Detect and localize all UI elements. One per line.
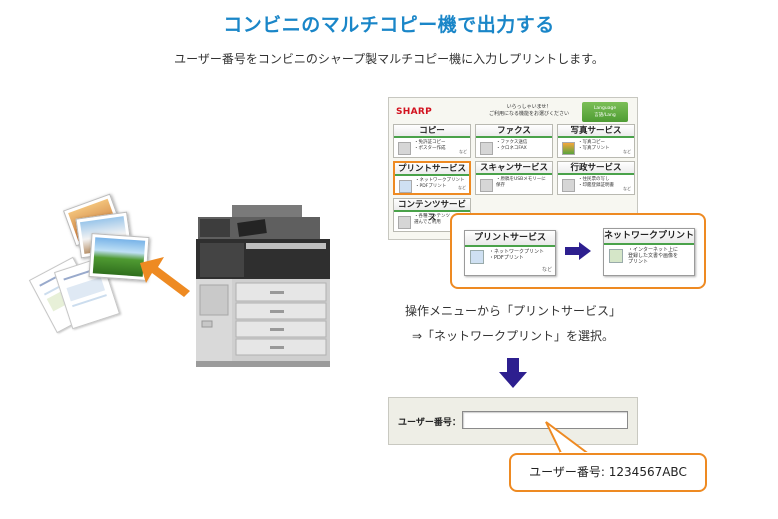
orange-arrow-icon [140,257,190,297]
sharp-logo: SHARP [396,107,433,117]
button-desc: ・ネットワークプリント ・PDFプリント [489,249,545,261]
photo-icon [562,142,575,155]
tile-photo-service[interactable]: 写真サービス ・写真コピー ・写真プリント など [557,124,635,158]
tile-title: スキャンサービス [476,162,552,175]
multifunction-copier-icon [196,205,330,367]
network-print-button[interactable]: ネットワークプリント ・インターネット上に 登録した文書や画像を プリント [603,228,695,276]
document-icon [562,179,575,192]
tile-desc: ・免許証コピー ・ポスター作成 [414,140,446,151]
user-number-entry: ユーザー番号： [388,397,638,445]
tile-title: ファクス [476,125,552,138]
tile-copy[interactable]: コピー ・免許証コピー ・ポスター作成 など [393,124,471,158]
language-button[interactable]: Language 言語/Lang [582,102,628,122]
instruction-caption: 操作メニューから「プリントサービス」 ⇒「ネットワークプリント」を選択。 [404,304,621,343]
tile-title: コピー [394,125,470,138]
tile-title: 行政サービス [558,162,634,175]
tile-fax[interactable]: ファクス ・ファクス送信 ・クロネコFAX [475,124,553,158]
print-icon [470,250,484,264]
page-subtitle: ユーザー番号をコンビニのシャープ製マルチコピー機に入力しプリントします。 [174,52,604,66]
tile-title: コンテンツサービス [394,199,470,223]
arrow-right-icon [565,242,591,260]
copy-icon [398,142,411,155]
tile-print-service[interactable]: プリントサービス ・ネットワークプリント ・PDFプリント など [393,161,471,195]
callout-pointer [545,421,593,456]
page-title: コンビニのマルチコピー機で出力する [223,14,555,36]
network-print-icon [609,249,623,263]
scan-icon [480,179,493,192]
button-title: ネットワークプリント [604,229,694,245]
tile-title: プリントサービス [395,163,469,176]
print-service-button[interactable]: プリントサービス ・ネットワークプリント ・PDFプリント など [464,230,556,276]
tile-scan-service[interactable]: スキャンサービス ・原稿をUSBメモリーに 保存 [475,161,553,195]
user-number-label: ユーザー番号： [398,418,461,428]
user-number-input[interactable] [462,411,628,429]
user-number-example: ユーザー番号: 1234567ABC [509,453,707,492]
tile-government-service[interactable]: 行政サービス ・住民票の写し ・印鑑登録証明書 など [557,161,635,195]
contents-icon [398,216,411,229]
fax-icon [480,142,493,155]
button-desc: ・インターネット上に 登録した文書や画像を プリント [628,247,679,265]
copier-illustration [28,193,360,370]
button-title: プリントサービス [465,231,555,247]
print-icon [399,180,412,193]
arrow-down-icon [499,358,527,388]
welcome-message: いらっしゃいませ！ ご利用になる機能をお選びください [488,104,569,117]
tile-title: 写真サービス [558,125,634,138]
service-menu-grid: コピー ・免許証コピー ・ポスター作成 など ファクス ・ファクス送信 ・クロネ… [393,124,637,239]
